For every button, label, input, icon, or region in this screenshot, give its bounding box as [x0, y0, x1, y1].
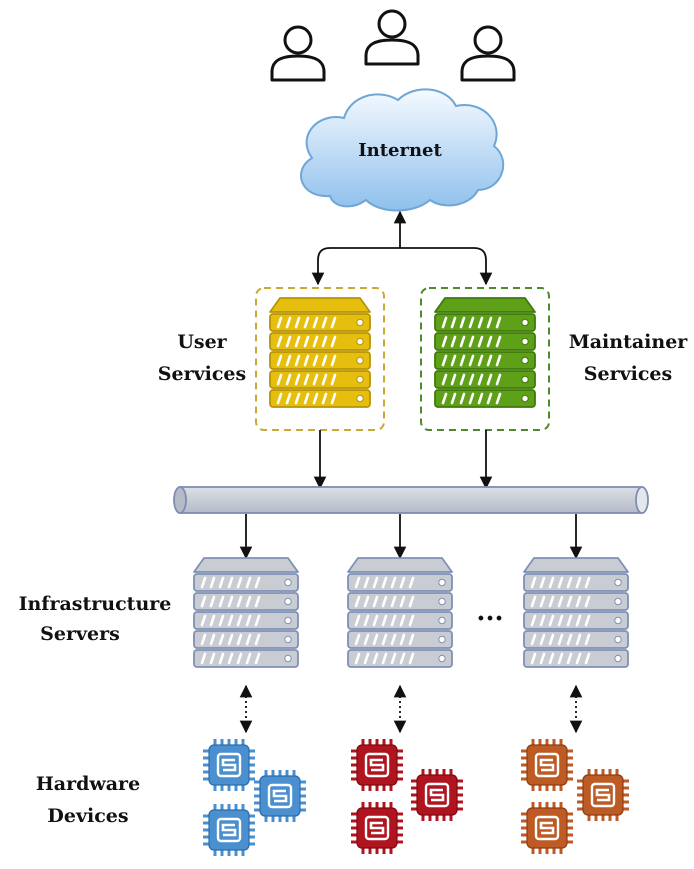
chip-icon: [254, 770, 306, 822]
services-to-bus-arrows: [313, 430, 493, 490]
chip-icon: [203, 739, 255, 791]
server-unit: [434, 332, 536, 351]
service-frame: [420, 287, 550, 431]
server-cap: [523, 557, 629, 573]
user-services-label-line2: Services: [158, 363, 246, 385]
server-unit: [347, 649, 453, 668]
hardware-devices: [203, 739, 629, 856]
server-unit: [269, 370, 371, 389]
cloud-links: [311, 210, 493, 286]
chip-icon: [521, 802, 573, 854]
user-icon: [460, 25, 516, 82]
bus-to-infrastructure-arrows: [239, 514, 583, 560]
infrastructure-servers-label-line2: Servers: [40, 623, 120, 645]
hardware-devices-label-line2: Devices: [47, 805, 128, 827]
server-unit: [347, 592, 453, 611]
server-unit: [523, 649, 629, 668]
server-unit: [193, 592, 299, 611]
users-group: [270, 9, 516, 82]
server-cap: [347, 557, 453, 573]
server-cap: [269, 297, 371, 313]
device-group: [203, 739, 306, 856]
chip-icon: [411, 769, 463, 821]
server-unit: [434, 389, 536, 408]
chip-icon: [521, 739, 573, 791]
cloud-shape: [300, 88, 505, 212]
server-unit: [523, 592, 629, 611]
device-group: [351, 739, 463, 854]
cloud-to-user-services-arrow: [311, 247, 400, 286]
server-unit: [193, 573, 299, 592]
user-services-server: [255, 287, 385, 431]
server-unit: [347, 630, 453, 649]
chip-icon: [203, 804, 255, 856]
more-servers-ellipsis: ...: [476, 597, 503, 627]
maintainer-services-server: [420, 287, 550, 431]
internet-cloud: Internet: [300, 88, 505, 212]
server-unit: [434, 351, 536, 370]
server-cap: [434, 297, 536, 313]
maintainer-services-label-line1: Maintainer: [569, 331, 689, 353]
user-icon: [270, 25, 326, 82]
cloud-to-maintainer-services-arrow: [400, 247, 493, 286]
server-unit: [523, 630, 629, 649]
server-unit: [347, 573, 453, 592]
user-icon: [364, 9, 420, 66]
server-unit: [434, 313, 536, 332]
infra-device-links: [239, 684, 583, 734]
server-unit: [523, 573, 629, 592]
server-unit: [269, 351, 371, 370]
infrastructure-server: [347, 557, 453, 668]
infrastructure-server: [193, 557, 299, 668]
server-unit: [434, 370, 536, 389]
maintainer-services-label-line2: Services: [584, 363, 672, 385]
server-cap: [193, 557, 299, 573]
server-unit: [269, 332, 371, 351]
chip-icon: [351, 739, 403, 791]
server-unit: [193, 611, 299, 630]
server-unit: [523, 611, 629, 630]
server-unit: [193, 630, 299, 649]
server-unit: [193, 649, 299, 668]
hardware-devices-label-line1: Hardware: [36, 773, 140, 795]
chip-icon: [577, 769, 629, 821]
internet-label: Internet: [358, 140, 442, 161]
device-group: [521, 739, 629, 854]
chip-icon: [351, 802, 403, 854]
server-unit: [269, 389, 371, 408]
server-unit: [269, 313, 371, 332]
user-services-label-line1: User: [177, 331, 227, 353]
infrastructure-servers-label-line1: Infrastructure: [19, 593, 172, 615]
server-unit: [347, 611, 453, 630]
network-bus: [173, 486, 649, 514]
infrastructure-server: [523, 557, 629, 668]
